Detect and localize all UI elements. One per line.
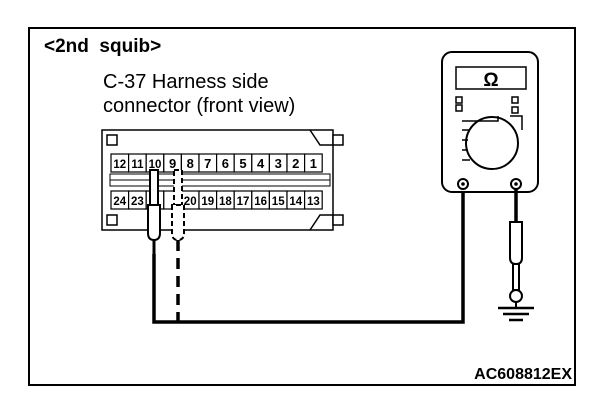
ohmmeter-icon: Ω bbox=[441, 51, 539, 193]
bottom-row-pin-label: 20 bbox=[184, 196, 197, 208]
bottom-row-pin-label: 14 bbox=[289, 196, 302, 208]
test-probe-icon bbox=[147, 169, 161, 254]
ground-icon bbox=[498, 302, 534, 322]
top-row-pin-label: 10 bbox=[149, 159, 162, 171]
bottom-pin-row: 24 23 20 19 18 17 16 15 14 13 bbox=[110, 190, 323, 210]
test-lead-solid bbox=[152, 186, 465, 324]
bottom-row-pin-label: 13 bbox=[307, 196, 320, 208]
bottom-row-pin-label: 18 bbox=[219, 196, 232, 208]
top-row-pin-label: 5 bbox=[239, 156, 246, 171]
bottom-row-pin-label: 16 bbox=[254, 196, 267, 208]
bottom-row-pin-label: 23 bbox=[131, 196, 144, 208]
top-row-pin-label: 9 bbox=[169, 156, 176, 171]
bottom-row-pin-cell bbox=[304, 190, 323, 210]
top-row-pin-label: 11 bbox=[131, 159, 144, 171]
figure-code: AC608812EX bbox=[474, 366, 572, 383]
bottom-row-pin-label: 24 bbox=[113, 196, 126, 208]
section-title: <2nd squib> bbox=[44, 36, 161, 57]
top-row-pin-label: 8 bbox=[187, 156, 194, 171]
test-probe-icon bbox=[509, 221, 523, 303]
connector-label-line2: connector (front view) bbox=[103, 95, 295, 117]
top-row-pin-label: 3 bbox=[275, 156, 282, 171]
bottom-row-pin-label: 17 bbox=[237, 196, 250, 208]
ohm-symbol: Ω bbox=[483, 70, 498, 91]
top-row-pin-label: 12 bbox=[113, 159, 126, 171]
top-row-pin-label: 1 bbox=[310, 156, 317, 171]
top-row-pin-label: 2 bbox=[292, 156, 299, 171]
test-probe-icon bbox=[171, 169, 185, 242]
top-row-pin-label: 4 bbox=[257, 156, 265, 171]
bottom-row-pin-label: 15 bbox=[272, 196, 285, 208]
connector-label-line1: C-37 Harness side bbox=[103, 71, 269, 93]
bottom-row-pin-label: 19 bbox=[201, 196, 214, 208]
top-row-pin-label: 6 bbox=[222, 156, 229, 171]
top-row-pin-label: 7 bbox=[204, 156, 211, 171]
top-row-pin-cell bbox=[304, 153, 323, 173]
